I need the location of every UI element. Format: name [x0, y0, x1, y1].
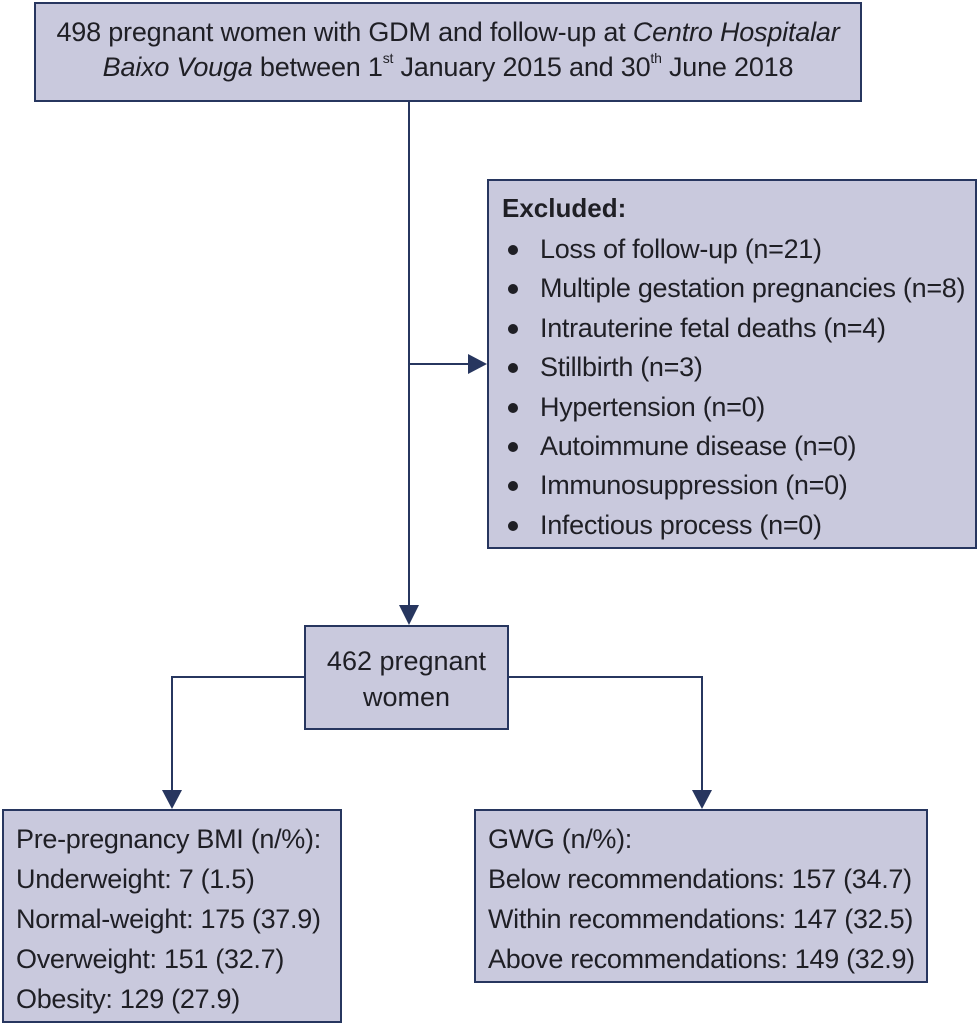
excluded-item: Infectious process (n=0) [502, 506, 975, 545]
source-population-box: 498 pregnant women with GDM and follow-u… [34, 2, 862, 102]
source-population-line-1: 498 pregnant women with GDM and follow-u… [36, 15, 860, 50]
excluded-item: Immunosuppression (n=0) [502, 466, 975, 505]
bmi-row: Obesity: 129 (27.9) [16, 984, 240, 1014]
excluded-item: Autoimmune disease (n=0) [502, 427, 975, 466]
period-text-middle: January 2015 and 30 [393, 52, 651, 82]
right-down-arrowhead [692, 790, 712, 809]
excluded-item: Loss of follow-up (n=21) [502, 230, 975, 269]
excluded-item: Intrauterine fetal deaths (n=4) [502, 309, 975, 348]
main-down-arrowhead [399, 605, 419, 625]
source-population-line-2: Baixo Vouga between 1st January 2015 and… [36, 50, 860, 85]
excluded-item: Multiple gestation pregnancies (n=8) [502, 269, 975, 308]
gwg-row: Above recommendations: 149 (32.9) [488, 944, 915, 974]
gwg-row: Within recommendations: 147 (32.5) [488, 904, 914, 934]
period-text-start: between 1 [252, 52, 383, 82]
left-down-arrowhead [162, 790, 182, 809]
period-text-end: June 2018 [661, 52, 794, 82]
gwg-box: GWG (n/%): Below recommendations: 157 (3… [474, 809, 928, 983]
right-branch-connector [509, 676, 703, 792]
excluded-list: Loss of follow-up (n=21) Multiple gestat… [502, 230, 975, 545]
excluded-item: Stillbirth (n=3) [502, 348, 975, 387]
hospital-name-part-1: Centro Hospitalar [632, 17, 840, 47]
included-population-line-2: women [362, 682, 451, 712]
excluded-box: Excluded: Loss of follow-up (n=21) Multi… [487, 179, 977, 549]
left-branch-connector [171, 676, 304, 792]
excluded-item: Hypertension (n=0) [502, 388, 975, 427]
included-population-box: 462 pregnant women [304, 625, 509, 730]
bmi-header: Pre-pregnancy BMI (n/%): [16, 824, 321, 854]
hospital-name-part-2: Baixo Vouga [102, 52, 253, 82]
gwg-header: GWG (n/%): [488, 824, 632, 854]
source-population-text: 498 pregnant women with GDM and follow-u… [56, 17, 633, 47]
ordinal-suffix-end: th [650, 50, 662, 66]
bmi-row: Normal-weight: 175 (37.9) [16, 904, 321, 934]
exclusion-right-arrowhead [468, 354, 487, 374]
excluded-title: Excluded: [502, 193, 627, 223]
bmi-row: Overweight: 151 (32.7) [16, 944, 285, 974]
bmi-row: Underweight: 7 (1.5) [16, 864, 255, 894]
ordinal-suffix-start: st [382, 50, 394, 66]
bmi-box: Pre-pregnancy BMI (n/%): Underweight: 7 … [2, 809, 342, 1023]
included-population-line-1: 462 pregnant [326, 646, 487, 676]
gwg-row: Below recommendations: 157 (34.7) [488, 864, 912, 894]
